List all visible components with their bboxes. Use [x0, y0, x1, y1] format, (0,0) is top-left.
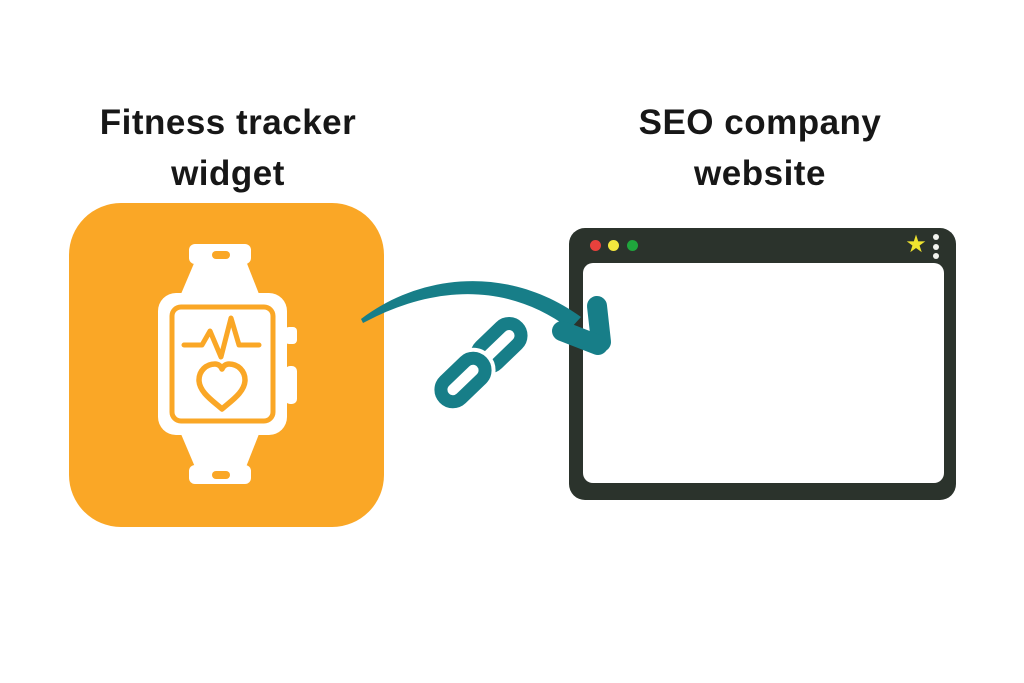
watch-top-band-taper [181, 261, 259, 294]
browser-window: ★ [569, 228, 956, 500]
left-title-line2: widget [171, 154, 285, 193]
watch-bottom-band-slot [212, 471, 230, 479]
heartbeat-line [181, 315, 262, 360]
left-title-line1: Fitness tracker [99, 103, 357, 142]
smartwatch-heart-rate-icon [158, 244, 297, 484]
menu-dot [933, 253, 939, 259]
browser-content-area [583, 263, 944, 483]
curved-arrow-shaft [361, 281, 581, 329]
right-title-line1: SEO company [638, 103, 882, 142]
chain-link-lower-halo [430, 347, 496, 413]
menu-dot [933, 243, 939, 250]
traffic-light-green-dot [626, 239, 638, 251]
chain-link-lower [434, 351, 492, 409]
watch-bottom-band-taper [181, 434, 259, 467]
watch-side-button-large [285, 366, 297, 404]
fitness-widget-tile [69, 203, 384, 527]
traffic-light-red-dot [589, 239, 601, 251]
menu-dots-icon [933, 234, 939, 259]
chain-link-upper [470, 317, 528, 374]
heart-icon [196, 361, 248, 412]
right-title: SEO company website [580, 97, 940, 199]
watch-top-band-slot [212, 251, 230, 259]
watch-side-button-small [285, 327, 297, 344]
bookmark-star-icon: ★ [905, 231, 927, 258]
traffic-light-yellow-dot [607, 239, 619, 251]
menu-dot [933, 234, 939, 240]
right-title-line2: website [694, 154, 826, 193]
left-title: Fitness tracker widget [48, 97, 408, 199]
chain-link-icon [430, 317, 528, 413]
